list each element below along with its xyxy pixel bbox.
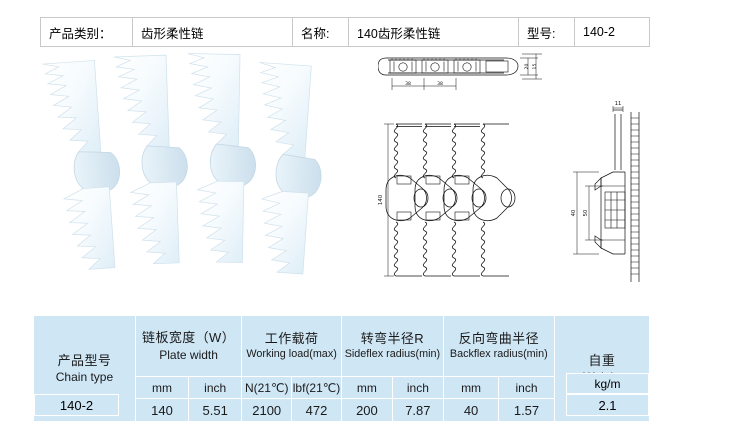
dim-inner: 50 — [583, 210, 589, 217]
name-value: 140齿形柔性链 — [349, 18, 519, 46]
dim-thickness: 11 — [615, 101, 622, 107]
col-plate-width-cn: 链板宽度（W） — [142, 330, 236, 346]
product-header-bar: 产品类别： 齿形柔性链 名称: 140齿形柔性链 型号: 140-2 — [40, 17, 650, 47]
name-label: 名称: — [293, 18, 349, 46]
col-sideflex-radius-cn: 转弯半径R — [360, 330, 425, 346]
side-elevation-view: 38 38 20 15 — [378, 53, 542, 90]
unit-backflex-mm: mm — [442, 376, 500, 399]
dim-pitch-2: 38 — [437, 81, 443, 87]
plan-view: 140 — [378, 123, 516, 277]
chain-module-3 — [183, 53, 258, 264]
technical-drawings: 38 38 20 15 — [370, 48, 670, 293]
col-working-load: 工作载荷 Working load(max) — [241, 315, 342, 377]
category-label: 产品类别： — [41, 18, 133, 46]
table-row: 140 5.51 2100 472 200 7.87 40 1.57 — [34, 398, 650, 422]
unit-backflex-inch: inch — [498, 376, 555, 399]
col-sideflex-radius: 转弯半径R Sideflex radius(min) — [340, 315, 444, 377]
unit-load-lbf: lbf(21℃) — [291, 376, 342, 399]
cell-weight: 2.1 — [566, 394, 649, 416]
dim-height-15: 15 — [532, 64, 538, 70]
col-working-load-cn: 工作载荷 — [264, 330, 319, 346]
col-working-load-en: Working load(max) — [246, 348, 337, 361]
cell-plate-mm: 140 — [134, 398, 190, 422]
category-value: 齿形柔性链 — [133, 18, 293, 46]
col-backflex-radius: 反向弯曲半径 Backflex radius(min) — [442, 315, 555, 377]
dim-plate-width: 140 — [378, 194, 384, 205]
cell-sideflex-inch: 7.87 — [391, 398, 444, 422]
specification-table: 产品型号 Chain type 链板宽度（W） Plate width 工作载荷… — [33, 315, 651, 422]
product-photo — [42, 53, 330, 276]
chain-module-1 — [42, 58, 127, 272]
unit-sideflex-inch: inch — [391, 376, 444, 399]
cell-backflex-inch: 1.57 — [498, 398, 555, 422]
col-chain-type-en: Chain type — [55, 370, 114, 385]
cell-plate-inch: 5.51 — [188, 398, 243, 422]
chain-module-2 — [113, 54, 192, 266]
unit-sideflex-mm: mm — [340, 376, 393, 399]
col-plate-width: 链板宽度（W） Plate width — [134, 315, 243, 377]
col-backflex-radius-cn: 反向弯曲半径 — [458, 330, 539, 346]
dim-pitch-1: 38 — [405, 81, 411, 87]
col-weight-cn: 自重 — [588, 352, 616, 368]
col-sideflex-radius-en: Sideflex radius(min) — [344, 348, 441, 361]
sprocket-section-view: 11 40 50 — [571, 101, 640, 282]
dim-height-20: 20 — [524, 64, 530, 70]
col-plate-width-en: Plate width — [159, 347, 218, 362]
cell-load-n: 2100 — [241, 398, 293, 422]
cell-sideflex-mm: 200 — [340, 398, 393, 422]
cell-load-lbf: 472 — [291, 398, 342, 422]
table-units-row: mm inch N(21℃) lbf(21℃) mm inch mm inch — [34, 376, 650, 399]
cell-chain-type: 140-2 — [34, 394, 119, 416]
unit-plate-mm: mm — [134, 376, 190, 399]
model-value: 140-2 — [583, 25, 615, 39]
unit-plate-inch: inch — [188, 376, 243, 399]
unit-load-n: N(21℃) — [241, 376, 293, 399]
col-chain-type-cn: 产品型号 — [57, 352, 112, 368]
table-group-header-row: 产品型号 Chain type 链板宽度（W） Plate width 工作载荷… — [33, 315, 651, 422]
unit-weight: kg/m — [566, 373, 649, 394]
chain-module-4 — [244, 62, 330, 276]
col-backflex-radius-en: Backflex radius(min) — [449, 348, 548, 361]
dim-outer: 40 — [571, 210, 577, 217]
model-label: 型号: — [519, 18, 575, 46]
cell-backflex-mm: 40 — [442, 398, 500, 422]
